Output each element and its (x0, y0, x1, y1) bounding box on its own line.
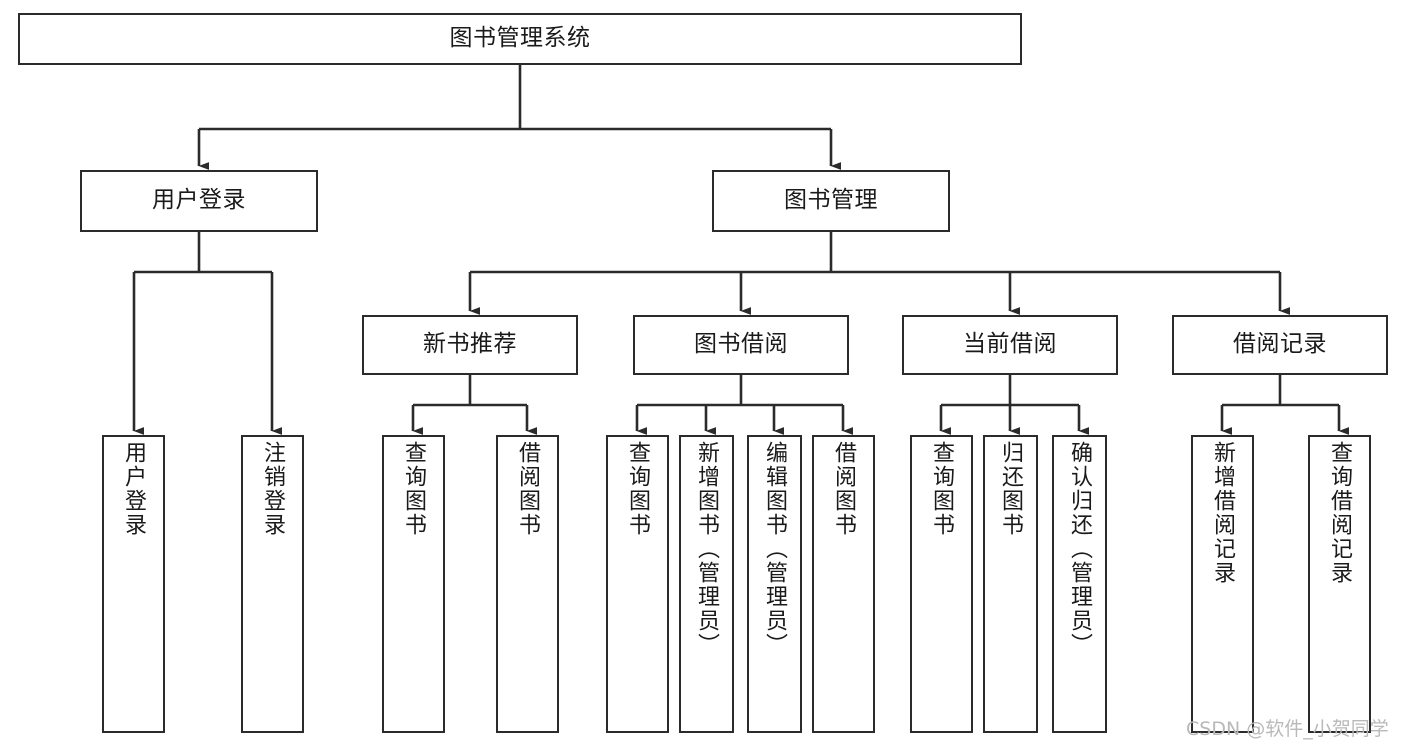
node-root-system[interactable]: 图书管理系统 (18, 13, 1022, 65)
node-label: 查询借阅记录 (1327, 441, 1353, 585)
leaf-add-borrow-record[interactable]: 新增借阅记录 (1191, 435, 1254, 733)
node-label: 借阅记录 (1233, 331, 1327, 358)
node-label: 借阅图书 (831, 441, 857, 537)
csdn-watermark: CSDN @软件_小贺同学 (1186, 718, 1389, 740)
node-label: 查询图书 (401, 441, 427, 537)
node-book-management[interactable]: 图书管理 (712, 170, 950, 232)
node-label: 当前借阅 (963, 331, 1057, 358)
node-label: 注销登录 (260, 441, 286, 537)
node-user-login[interactable]: 用户登录 (80, 170, 318, 232)
node-label: 图书借阅 (694, 331, 788, 358)
node-label: 新增借阅记录 (1210, 441, 1236, 585)
leaf-user-login[interactable]: 用户登录 (102, 435, 165, 733)
node-label: 归还图书 (998, 441, 1024, 537)
node-current-borrow[interactable]: 当前借阅 (902, 315, 1118, 375)
node-label: 借阅图书 (515, 441, 541, 537)
node-label: 编辑图书（管理员） (762, 441, 788, 657)
node-label: 图书管理 (784, 187, 878, 214)
node-label: 查询图书 (929, 441, 955, 537)
node-label: 新书推荐 (423, 331, 517, 358)
node-label: 图书管理系统 (449, 25, 591, 52)
leaf-edit-book-admin[interactable]: 编辑图书（管理员） (747, 435, 802, 733)
node-borrow-record[interactable]: 借阅记录 (1172, 315, 1388, 375)
node-label: 确认归还（管理员） (1067, 441, 1093, 657)
node-new-book-recommend[interactable]: 新书推荐 (362, 315, 578, 375)
leaf-return-book[interactable]: 归还图书 (983, 435, 1038, 733)
node-label: 查询图书 (625, 441, 651, 537)
node-label: 用户登录 (152, 187, 246, 214)
leaf-confirm-return-admin[interactable]: 确认归还（管理员） (1052, 435, 1107, 733)
leaf-query-book-current[interactable]: 查询图书 (910, 435, 973, 733)
leaf-query-book-borrow[interactable]: 查询图书 (606, 435, 669, 733)
leaf-borrow-book[interactable]: 借阅图书 (812, 435, 875, 733)
leaf-logout[interactable]: 注销登录 (241, 435, 304, 733)
leaf-query-book-recommend[interactable]: 查询图书 (382, 435, 445, 733)
leaf-query-borrow-record[interactable]: 查询借阅记录 (1308, 435, 1371, 733)
leaf-borrow-book-recommend[interactable]: 借阅图书 (496, 435, 559, 733)
node-book-borrow[interactable]: 图书借阅 (633, 315, 849, 375)
node-label: 用户登录 (121, 441, 147, 537)
leaf-add-book-admin[interactable]: 新增图书（管理员） (679, 435, 734, 733)
node-label: 新增图书（管理员） (694, 441, 720, 657)
